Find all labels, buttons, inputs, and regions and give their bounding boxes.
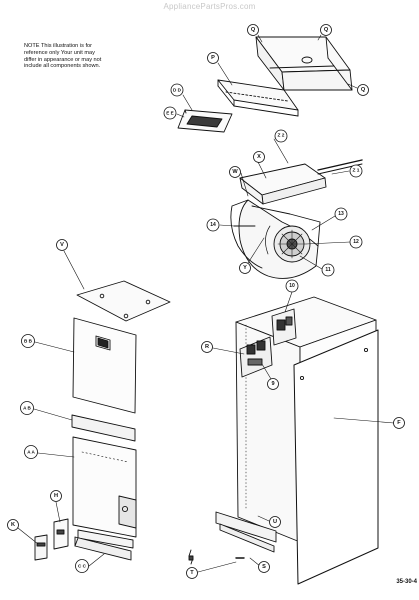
callout-9: 9	[271, 381, 274, 387]
callout-13: 13	[338, 211, 344, 217]
callout-q-2: Q	[324, 27, 329, 33]
reference-note: NOTE This illustration is for reference …	[24, 43, 144, 70]
callout-u: U	[273, 519, 277, 525]
note-line-4: include all components shown.	[24, 63, 101, 70]
callout-labels: Q Q Q P D D E E Z 2 X W Z 1 14 13 12 11 …	[11, 27, 401, 576]
note-line-2: reference only Your unit may	[24, 49, 95, 56]
callout-bb: B B	[24, 339, 33, 344]
callout-ab: A B	[23, 406, 31, 411]
callout-z1: Z 1	[353, 168, 360, 174]
callout-q-1: Q	[251, 27, 256, 33]
main-cabinet	[188, 296, 379, 585]
note-line-1: NOTE This illustration is for	[24, 43, 92, 49]
callout-t: T	[190, 570, 194, 576]
callout-bubbles	[7, 24, 405, 579]
leader-lines	[17, 34, 395, 573]
note-line-3: differ in appearance or may not	[24, 56, 102, 63]
callout-10: 10	[289, 283, 295, 289]
left-panels	[71, 280, 171, 538]
callout-z2: Z 2	[278, 133, 285, 139]
blower-assembly	[230, 159, 363, 279]
callout-14: 14	[210, 222, 216, 228]
callout-k: K	[11, 522, 15, 528]
document-number: 35-30-4	[396, 579, 417, 585]
callout-s: S	[262, 564, 266, 570]
callout-ee: E E	[166, 111, 173, 116]
callout-x: X	[257, 154, 261, 160]
callout-y: Y	[243, 265, 247, 271]
callout-aa: A A	[27, 450, 35, 455]
callout-dd: D D	[173, 88, 182, 93]
bottom-bracket-parts	[34, 518, 134, 561]
watermark: AppliancePartsPros.com	[163, 2, 256, 11]
callout-12: 12	[353, 239, 359, 245]
callout-h: H	[54, 493, 58, 499]
callout-v: V	[60, 242, 64, 248]
callout-w: W	[232, 169, 238, 175]
top-cabinet-section	[177, 36, 353, 133]
callout-11: 11	[325, 267, 331, 273]
callout-r: R	[205, 344, 209, 350]
callout-p: P	[211, 55, 215, 61]
callout-cc: C C	[78, 564, 87, 569]
callout-q-3: Q	[361, 87, 366, 93]
callout-f: F	[397, 420, 401, 426]
